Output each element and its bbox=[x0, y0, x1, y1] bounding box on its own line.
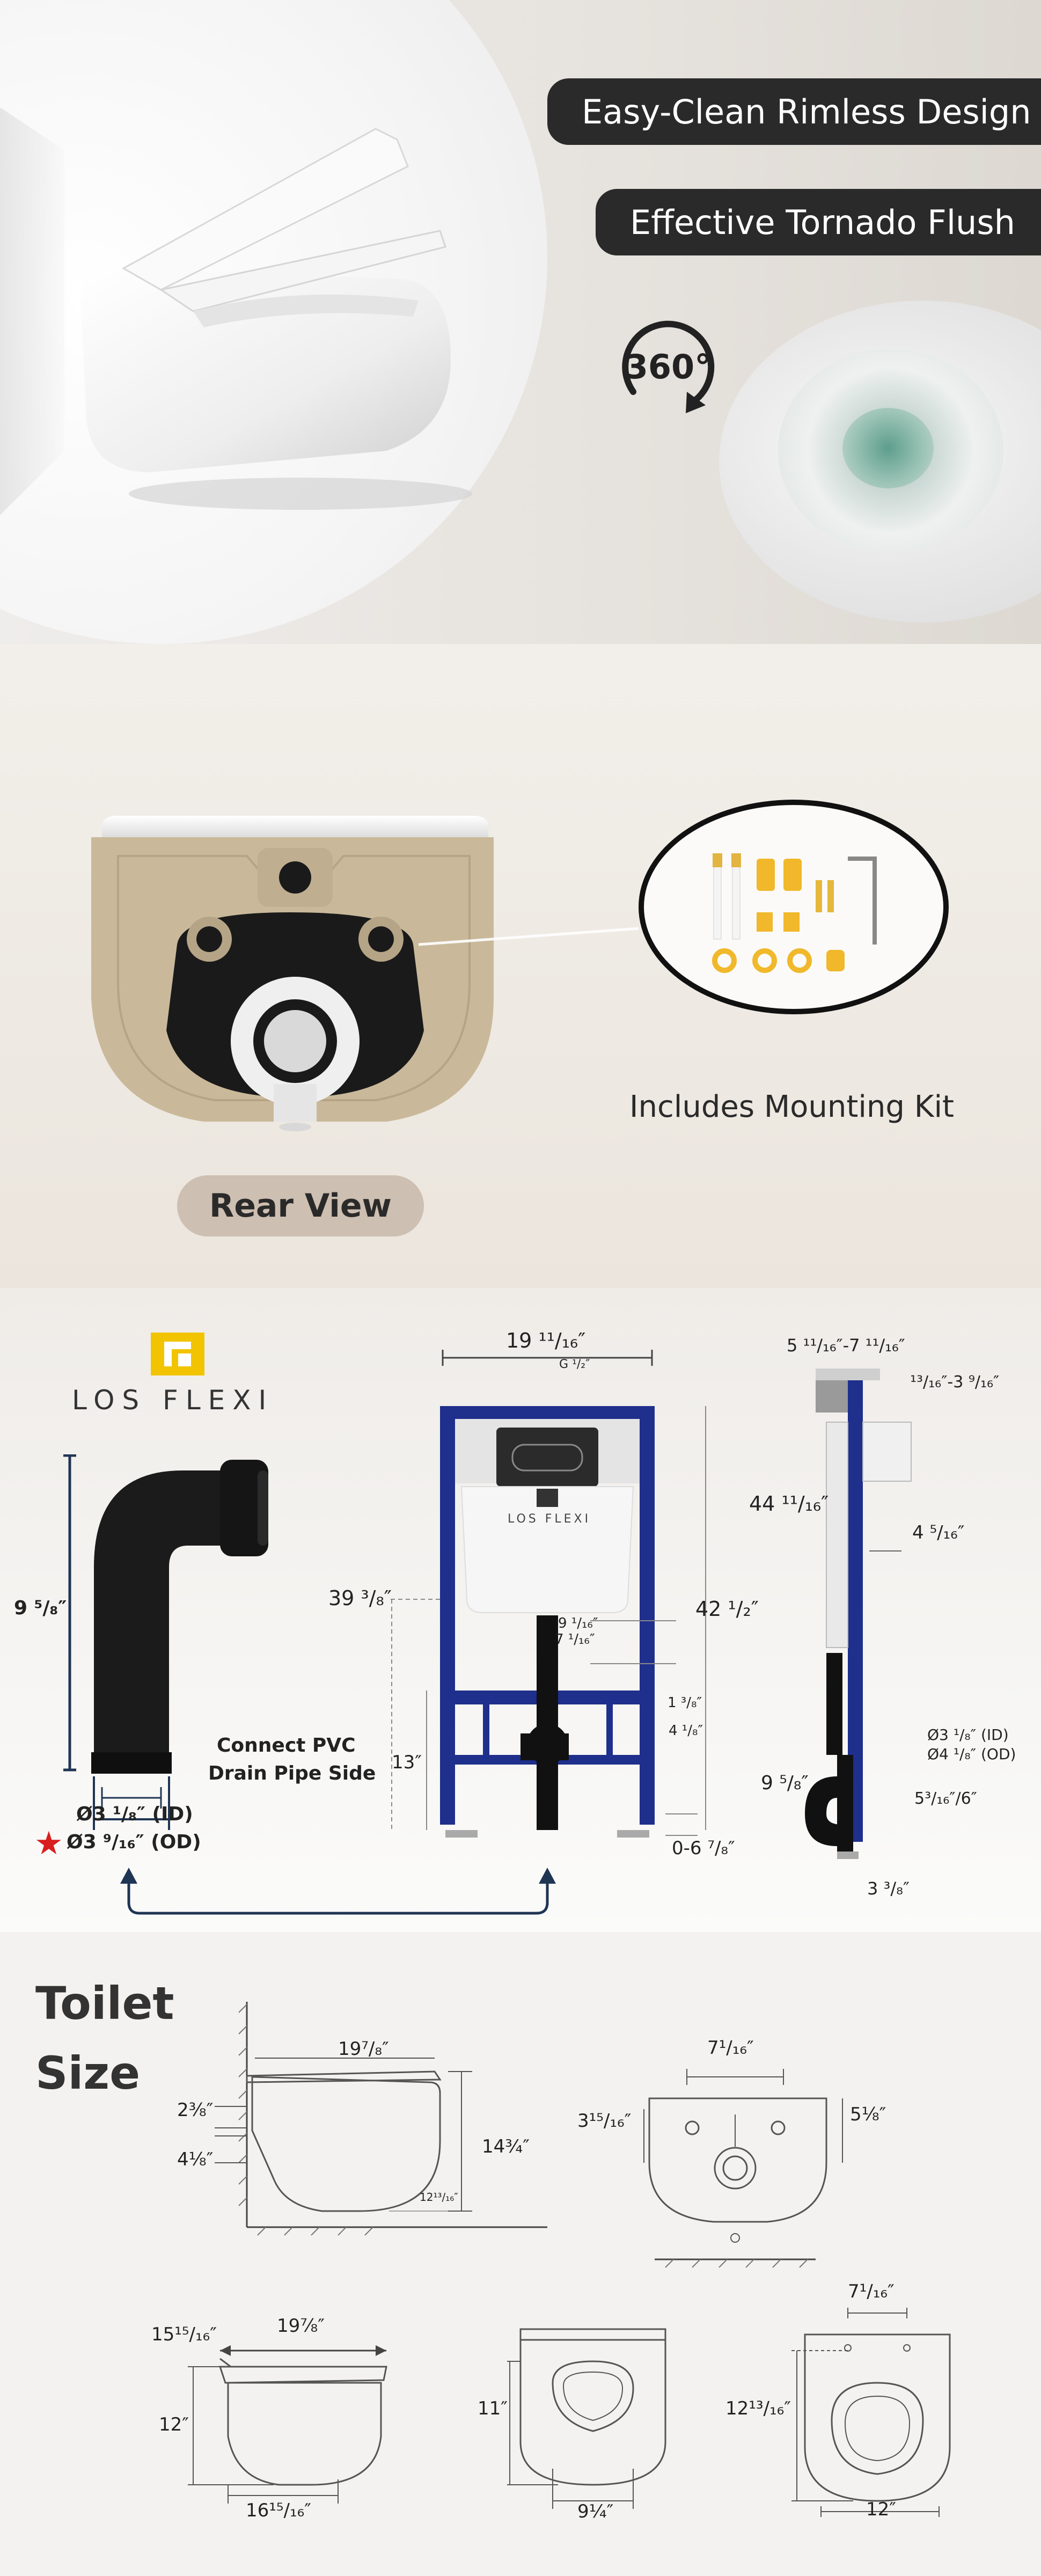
e-12-label: 12″ bbox=[866, 2499, 896, 2520]
carrier-frame-diagram bbox=[391, 1350, 706, 1838]
side-height-label: 44 ¹¹/₁₆″ bbox=[749, 1492, 829, 1516]
a-length-label: 19⁷/₈″ bbox=[338, 2038, 389, 2060]
kit-caption: Includes Mounting Kit bbox=[629, 1089, 954, 1124]
side-top-label: 5 ¹¹/₁₆″-7 ¹¹/₁₆″ bbox=[787, 1335, 905, 1356]
side-5-3-16-label: 5³/₁₆″/6″ bbox=[914, 1789, 977, 1808]
toilet-rear-image bbox=[91, 816, 494, 1131]
carrier-side-diagram bbox=[805, 1368, 912, 1859]
mounting-kit-oval bbox=[639, 800, 949, 1014]
rear-view-pill: Rear View bbox=[177, 1175, 424, 1236]
toilet-size-section: Toilet Size 19⁷/₈″ 2⅜″ 4⅛″ 14¾″ 12¹³/₁₆″ bbox=[0, 1932, 1041, 2576]
a-4-1-8-label: 4⅛″ bbox=[177, 2149, 214, 2170]
c-12-label: 12″ bbox=[159, 2414, 189, 2435]
rear-view-section: Includes Mounting Kit Rear View bbox=[0, 644, 1041, 1288]
hero-section: Easy-Clean Rimless Design Effective Torn… bbox=[0, 0, 1041, 644]
drain-pipe-elbow-image bbox=[63, 1454, 268, 1830]
a-12-13-16-label: 12¹³/₁₆″ bbox=[420, 2191, 458, 2204]
side-id-label: Ø3 ¹/₈″ (ID) bbox=[927, 1726, 1009, 1744]
installation-section: LOS FLEXI 9 ⁵/₈″ ★ Ø3 ¹/₈″ (ID) Ø3 ⁹/₁₆″… bbox=[0, 1288, 1041, 1932]
dim-1-3-8-label: 1 ³/₈″ bbox=[668, 1695, 702, 1711]
side-seat-diagram bbox=[188, 2345, 387, 2504]
frame-width-label: 19 ¹¹/₁₆″ bbox=[506, 1329, 586, 1352]
side-od-label: Ø4 ¹/₈″ (OD) bbox=[927, 1745, 1016, 1763]
feature-pill-tornado: Effective Tornado Flush bbox=[596, 189, 1041, 255]
flush-bowl-image bbox=[719, 301, 1041, 623]
required-star-icon: ★ bbox=[34, 1825, 63, 1862]
pipe-id-label: Ø3 ¹/₈″ (ID) bbox=[76, 1803, 193, 1825]
dim-13-label: 13″ bbox=[392, 1752, 422, 1773]
rotation-360-icon: 360° bbox=[622, 320, 715, 413]
c-19-7-8-label: 19⅞″ bbox=[277, 2315, 325, 2337]
front-view-diagram bbox=[507, 2328, 666, 2509]
height-right-label: 42 ¹/₂″ bbox=[695, 1597, 759, 1621]
connect-label-1: Connect PVC bbox=[217, 1735, 356, 1757]
brand-logo-icon bbox=[151, 1333, 204, 1375]
connector-line bbox=[419, 927, 639, 946]
frame-brand-logo-icon bbox=[537, 1489, 558, 1507]
mounting-kit-parts-icon bbox=[712, 853, 877, 973]
pipe-od-label: Ø3 ⁹/₁₆″ (OD) bbox=[67, 1831, 201, 1853]
height-left-label: 39 ³/₈″ bbox=[328, 1586, 392, 1610]
b-3-15-16-label: 3¹⁵/₁₆″ bbox=[577, 2110, 632, 2132]
c-16-15-16-label: 16¹⁵/₁₆″ bbox=[246, 2500, 311, 2521]
side-view-diagram bbox=[215, 2002, 547, 2236]
brand-name: LOS FLEXI bbox=[72, 1385, 274, 1416]
side-9-5-8-label: 9 ⁵/₈″ bbox=[761, 1772, 809, 1794]
a-14-3-4-label: 14¾″ bbox=[482, 2136, 530, 2157]
rear-view-label: Rear View bbox=[209, 1187, 392, 1225]
dim-adjust-label: 0-6 ⁷/₈″ bbox=[672, 1838, 735, 1859]
connect-arrow-icon bbox=[120, 1868, 556, 1915]
inlet-label: G ¹/₂″ bbox=[559, 1358, 590, 1371]
pipe-height-label: 9 ⁵/₈″ bbox=[14, 1597, 67, 1619]
e-12-13-16-label: 12¹³/₁₆″ bbox=[725, 2398, 791, 2419]
dim-4-1-8-label: 4 ¹/₈″ bbox=[669, 1723, 703, 1739]
dim-9-1-16-label: 9 ¹/₁₆″ bbox=[558, 1615, 598, 1631]
feature-pill-rimless: Easy-Clean Rimless Design bbox=[547, 78, 1041, 145]
side-3-3-8-label: 3 ³/₈″ bbox=[867, 1878, 910, 1899]
b-5-1-8-label: 5⅛″ bbox=[850, 2104, 886, 2125]
c-15-15-16-label: 15¹⁵/₁₆″ bbox=[151, 2324, 217, 2345]
toilet-product-image bbox=[0, 107, 472, 515]
dim-7-1-16-label: 7 ¹/₁₆″ bbox=[555, 1631, 595, 1648]
d-11-label: 11″ bbox=[478, 2398, 508, 2419]
badge-360-text: 360° bbox=[625, 347, 711, 386]
size-title-2: Size bbox=[35, 2047, 141, 2099]
size-title-1: Toilet bbox=[35, 1977, 174, 2030]
a-2-3-8-label: 2⅜″ bbox=[177, 2099, 214, 2121]
side-depth-label: ¹³/₁₆″-3 ⁹/₁₆″ bbox=[910, 1373, 1000, 1392]
frame-brand-name: LOS FLEXI bbox=[508, 1512, 591, 1526]
connect-label-2: Drain Pipe Side bbox=[208, 1762, 376, 1784]
e-7-1-16-label: 7¹/₁₆″ bbox=[848, 2281, 895, 2302]
rear-holes-diagram bbox=[643, 2069, 843, 2268]
side-4-5-16-label: 4 ⁵/₁₆″ bbox=[912, 1522, 965, 1543]
b-7-1-16-label: 7¹/₁₆″ bbox=[707, 2037, 754, 2059]
d-9-1-4-label: 9¼″ bbox=[577, 2501, 614, 2522]
top-view-diagram bbox=[791, 2308, 951, 2517]
